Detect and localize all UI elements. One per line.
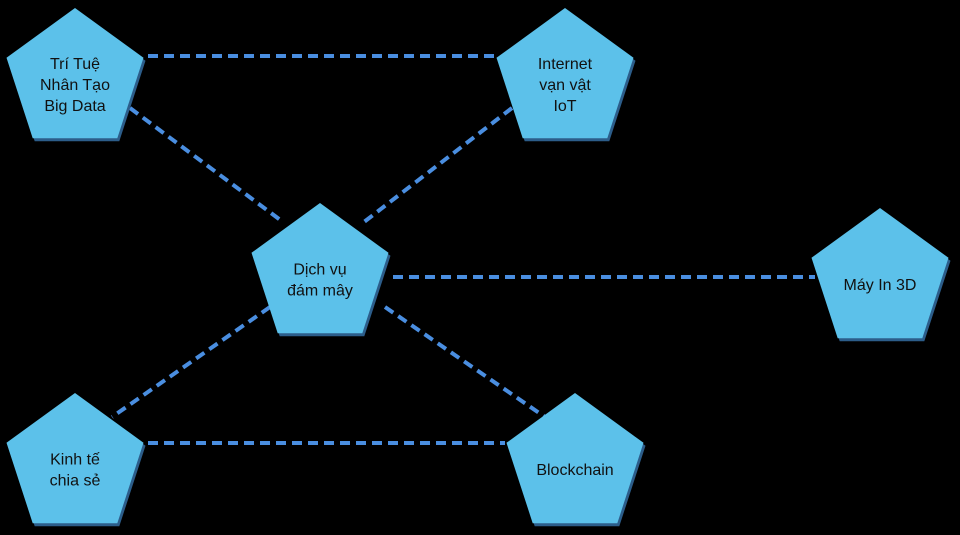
node-cloud-label-line: đám mây — [287, 283, 353, 300]
node-iot-label-line: vạn vật — [539, 77, 591, 94]
edge-iot-cloud — [362, 106, 514, 224]
node-ai-label-line: Trí Tuệ — [50, 56, 100, 73]
node-cloud-pentagon — [251, 203, 389, 334]
node-blockchain-pentagon — [506, 393, 644, 524]
node-sharing-label-line: chia sẻ — [50, 473, 101, 490]
node-ai-label-line: Nhân Tạo — [40, 77, 110, 94]
node-blockchain-label-line: Blockchain — [536, 462, 613, 479]
node-printer: Máy In 3D — [811, 208, 951, 342]
node-blockchain: Blockchain — [506, 393, 646, 527]
edge-cloud-sharing — [110, 305, 272, 419]
node-cloud-label-line: Dịch vụ — [293, 262, 346, 279]
node-ai-label-line: Big Data — [44, 98, 105, 115]
node-iot-label-line: IoT — [553, 98, 576, 115]
node-cloud: Dịch vụ đám mây — [251, 203, 391, 337]
node-iot-label-line: Internet — [538, 56, 593, 73]
node-sharing: Kinh tế chia sẻ — [6, 393, 146, 527]
edges-layer — [110, 54, 815, 445]
node-printer-label-line: Máy In 3D — [844, 277, 917, 294]
node-sharing-label-line: Kinh tế — [50, 452, 100, 469]
node-iot-pentagon — [496, 8, 634, 139]
node-printer-pentagon — [811, 208, 949, 339]
node-ai-pentagon — [6, 8, 144, 139]
node-sharing-pentagon — [6, 393, 144, 524]
edge-ai-cloud — [128, 106, 285, 224]
edge-cloud-blockchain — [383, 305, 547, 419]
